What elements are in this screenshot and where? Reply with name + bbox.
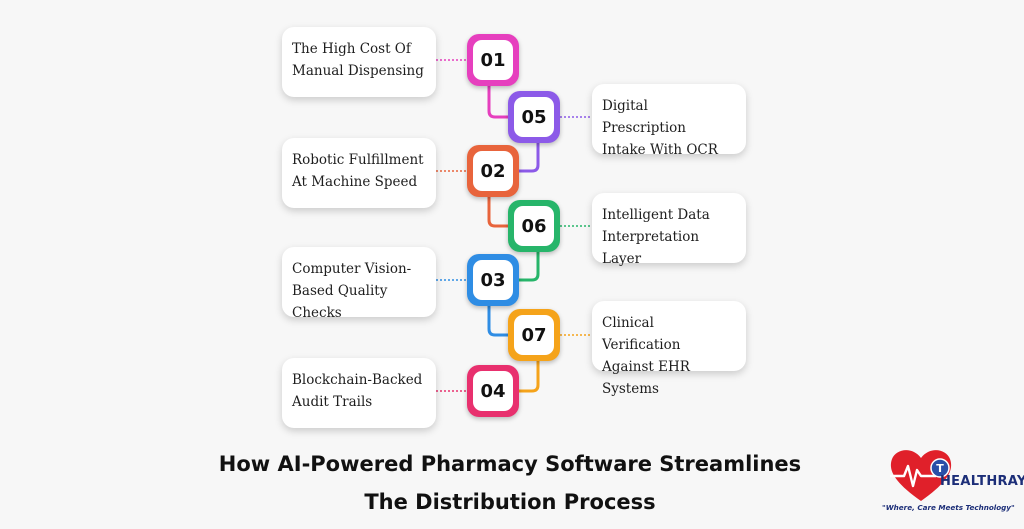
step-card-07: Clinical Verification Against EHR System… xyxy=(592,301,746,397)
step-number: 01 xyxy=(473,40,513,80)
healthray-logo: T HEALTHRAY "Where, Care Meets Technolog… xyxy=(880,444,1024,524)
title-line-2: The Distribution Process xyxy=(364,490,656,514)
step-card-05: Digital Prescription Intake With OCR xyxy=(592,84,746,158)
svg-text:T: T xyxy=(936,462,944,475)
step-number-badge-03: 03 xyxy=(467,254,519,306)
step-number-badge-01: 01 xyxy=(467,34,519,86)
step-number: 04 xyxy=(473,371,513,411)
step-card-06: Intelligent Data Interpretation Layer xyxy=(592,193,746,267)
step-number-badge-04: 04 xyxy=(467,365,519,417)
step-card-01: The High Cost Of Manual Dispensing xyxy=(282,27,436,97)
step-card-04: Blockchain-Backed Audit Trails xyxy=(282,358,436,428)
heart-logo-icon: T xyxy=(890,450,952,501)
step-number-badge-06: 06 xyxy=(508,200,560,252)
step-number-badge-07: 07 xyxy=(508,309,560,361)
step-number: 06 xyxy=(514,206,554,246)
step-card-03: Computer Vision- Based Quality Checks xyxy=(282,247,436,321)
step-number-badge-05: 05 xyxy=(508,91,560,143)
step-card-02: Robotic Fulfillment At Machine Speed xyxy=(282,138,436,208)
title-line-1: How AI-Powered Pharmacy Software Streaml… xyxy=(218,452,802,476)
step-number-badge-02: 02 xyxy=(467,145,519,197)
logo-wordmark: HEALTHRAY xyxy=(940,474,1024,489)
logo-tagline: "Where, Care Meets Technology" xyxy=(882,503,1015,512)
step-number: 07 xyxy=(514,315,554,355)
step-number: 03 xyxy=(473,260,513,300)
step-number: 02 xyxy=(473,151,513,191)
step-number: 05 xyxy=(514,97,554,137)
